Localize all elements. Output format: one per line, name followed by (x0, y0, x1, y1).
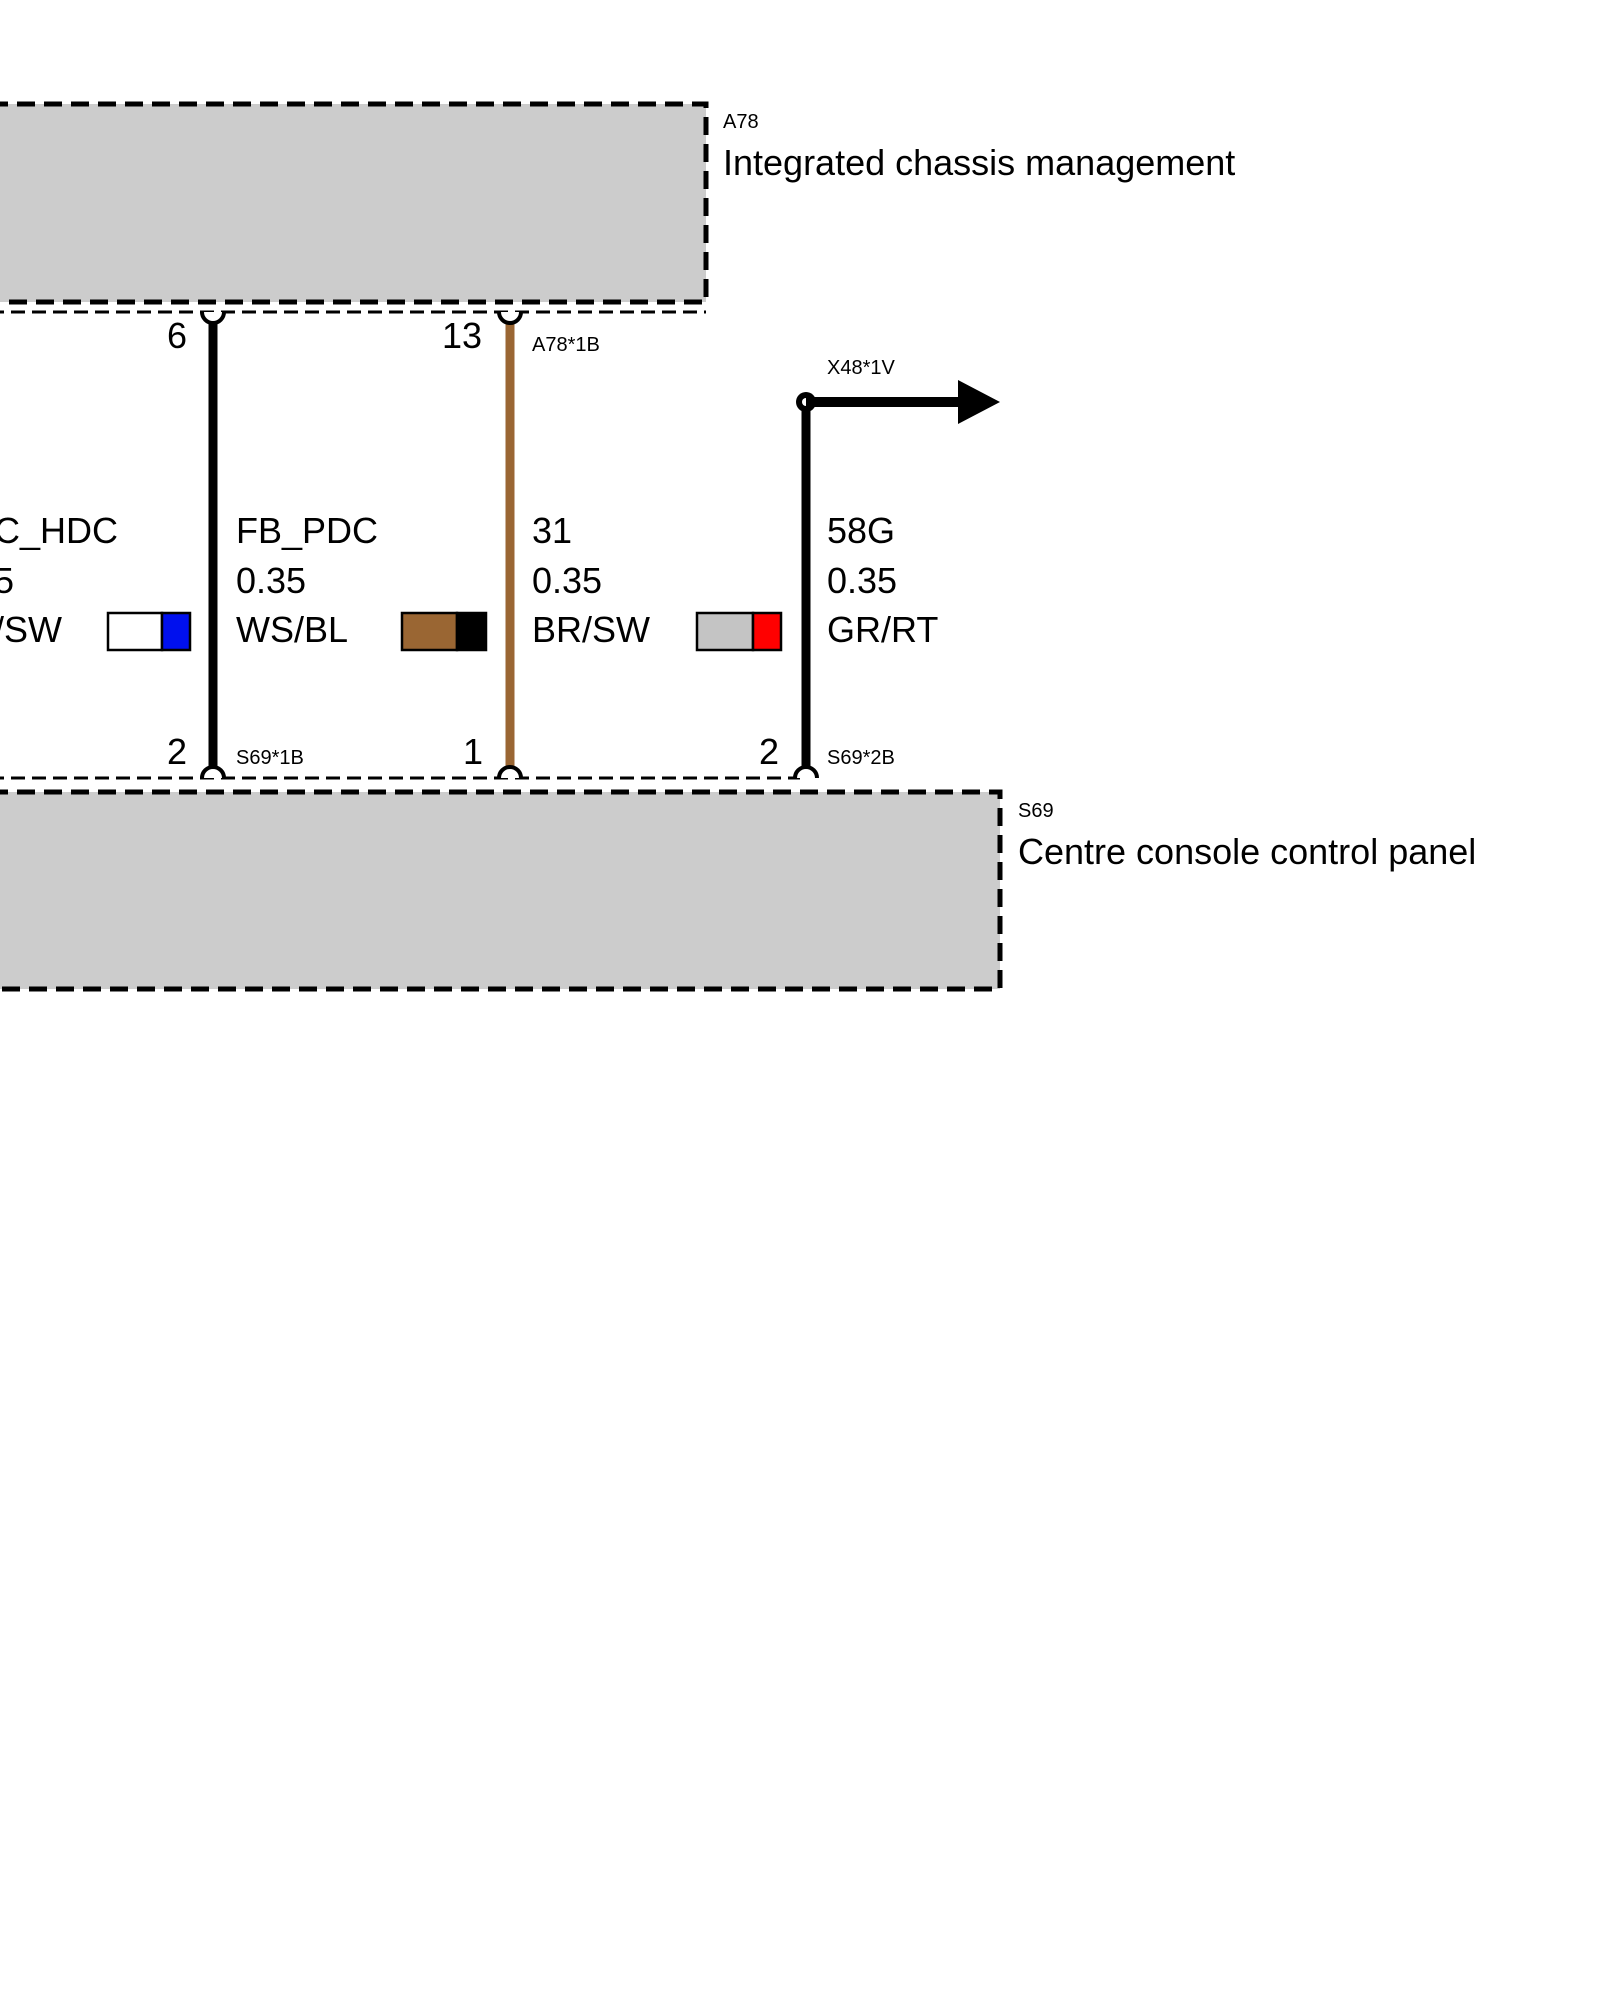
wire-color-code-label: /SW (0, 609, 62, 650)
component-a78-name: Integrated chassis management (723, 142, 1235, 183)
wire-58g[interactable]: X48*1V 2 S69*2B 58G 0.35 GR/RT (759, 357, 1000, 779)
component-s69[interactable]: S69 Centre console control panel (0, 776, 1476, 992)
wire-color-swatch-right (751, 611, 783, 652)
component-a78[interactable]: A78 Integrated chassis management (0, 101, 1235, 314)
pin-number-top: 13 (442, 315, 482, 356)
wire-color-swatch (106, 611, 192, 652)
wire-size-label: 0.35 (827, 560, 897, 601)
wire-color-swatch (400, 611, 488, 652)
pin-number-bottom: 1 (463, 731, 483, 772)
connector-s69-1b-label: S69*1B (236, 747, 304, 769)
wire-signal-label: C_HDC (0, 510, 118, 551)
wire-size-label: 5 (0, 560, 14, 601)
wire-color-swatch (695, 611, 783, 652)
wire-fb-pdc[interactable]: 6 2 FB_PDC 0.35 WS/BL S69*1B (167, 311, 488, 779)
wire-color-code-label: GR/RT (827, 609, 938, 650)
wire-color-swatch-left (400, 611, 459, 652)
pin-bottom-socket (497, 765, 523, 779)
component-s69-id: S69 (1018, 800, 1054, 822)
component-s69-box (0, 789, 1003, 992)
pin-bottom-socket (793, 765, 819, 779)
wire-signal-label: 58G (827, 510, 895, 551)
wire-size-label: 0.35 (532, 560, 602, 601)
component-s69-name: Centre console control panel (1018, 831, 1476, 872)
connector-x48-label: X48*1V (827, 357, 895, 379)
wire-signal-label: 31 (532, 510, 572, 551)
wire-size-label: 0.35 (236, 560, 306, 601)
continuation-arrow-icon[interactable] (958, 380, 1000, 424)
wire-color-swatch-left (695, 611, 755, 652)
pin-bottom-socket (200, 765, 226, 779)
wire-c-hdc[interactable]: C_HDC 5 /SW (0, 510, 192, 652)
component-a78-box (0, 101, 709, 305)
pin-top-socket (200, 311, 226, 325)
pin-number-bottom: 2 (759, 731, 779, 772)
pin-number-top: 6 (167, 315, 187, 356)
wire-color-swatch-right (455, 611, 488, 652)
wire-signal-label: FB_PDC (236, 510, 378, 551)
wire-color-code-label: BR/SW (532, 609, 650, 650)
wire-color-swatch-left (106, 611, 164, 652)
connector-s69-2b-label: S69*2B (827, 747, 895, 769)
wire-color-code-label: WS/BL (236, 609, 348, 650)
component-a78-id: A78 (723, 111, 759, 133)
wire-color-swatch-right (160, 611, 192, 652)
pin-top-socket (497, 311, 523, 325)
connector-a78-1b-label: A78*1B (532, 334, 600, 356)
pin-number-bottom: 2 (167, 731, 187, 772)
wire-31[interactable]: 13 1 A78*1B 31 0.35 BR/SW (442, 311, 783, 779)
